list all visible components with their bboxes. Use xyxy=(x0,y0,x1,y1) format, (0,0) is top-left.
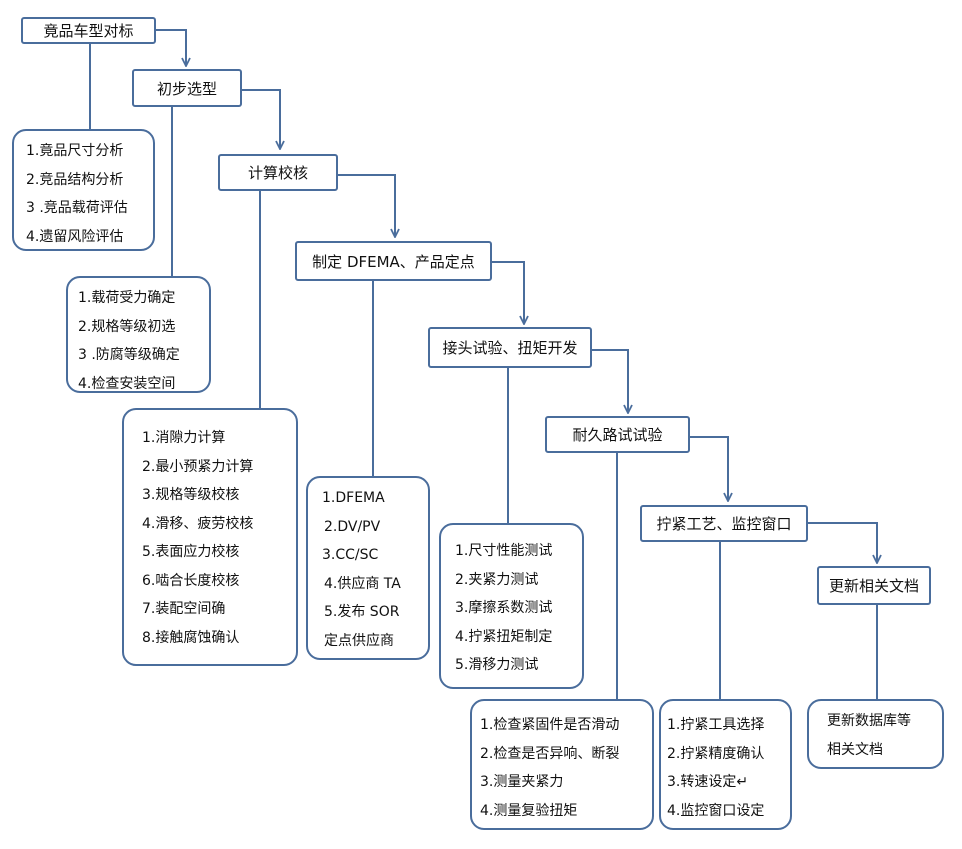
detail-item: 5.表面应力校核 xyxy=(142,544,240,560)
step-label: 计算校核 xyxy=(247,164,308,182)
detail-item: 4.检查安装空间 xyxy=(78,375,176,392)
detail-item: 4.拧紧扭矩制定 xyxy=(455,628,553,645)
detail-item: 1.DFEMA xyxy=(322,490,385,506)
step-preliminary-selection: 初步选型 xyxy=(132,69,242,107)
detail-item: 2.DV/PV xyxy=(324,518,381,535)
step-label: 拧紧工艺、监控窗口 xyxy=(656,515,792,533)
step-label: 竟品车型对标 xyxy=(43,22,134,40)
details-joint-test-torque: 1.尺寸性能测试 2.夹紧力测试 3.摩擦系数测试 4.拧紧扭矩制定 5.滑移力… xyxy=(439,523,584,689)
step-label: 更新相关文档 xyxy=(828,577,919,595)
detail-item: 3 .竞品载荷评估 xyxy=(26,200,128,216)
detail-item: 2.检查是否异响、断裂 xyxy=(480,745,620,762)
detail-item: 4.滑移、疲劳校核 xyxy=(142,515,254,532)
detail-item: 2.夹紧力测试 xyxy=(455,571,539,588)
arrow-s3-s4 xyxy=(338,174,395,236)
arrow-s4-s5 xyxy=(492,261,524,323)
detail-item: 3.测量夹紧力 xyxy=(480,774,564,790)
step-tightening-monitor: 拧紧工艺、监控窗口 xyxy=(640,505,808,542)
detail-item: 1.拧紧工具选择 xyxy=(667,717,765,733)
detail-item: 2.规格等级初选 xyxy=(78,318,176,335)
detail-item: 1.消隙力计算 xyxy=(142,430,226,446)
detail-item: 6.啮合长度校核 xyxy=(142,572,240,589)
detail-item: 3.规格等级校核 xyxy=(142,487,240,503)
detail-item: 定点供应商 xyxy=(324,632,394,649)
step-label: 耐久路试试验 xyxy=(572,426,663,444)
detail-item: 3 .防腐等级确定 xyxy=(78,347,180,363)
detail-item: 1.检查紧固件是否滑动 xyxy=(480,717,620,733)
step-calculation-check: 计算校核 xyxy=(218,154,338,191)
details-preliminary-selection: 1.载荷受力确定 2.规格等级初选 3 .防腐等级确定 4.检查安装空间 xyxy=(66,276,211,393)
detail-item: 4.供应商 TA xyxy=(324,575,401,592)
arrow-s2-s3 xyxy=(242,89,280,148)
arrow-s5-s6 xyxy=(592,349,628,412)
details-competitor-benchmark: 1.竟品尺寸分析 2.竞品结构分析 3 .竞品载荷评估 4.遗留风险评估 xyxy=(12,129,155,251)
details-durability-road-test: 1.检查紧固件是否滑动 2.检查是否异响、断裂 3.测量夹紧力 4.测量复验扭矩 xyxy=(470,699,654,830)
step-durability-road-test: 耐久路试试验 xyxy=(545,416,690,453)
step-label: 初步选型 xyxy=(156,79,217,98)
details-dfema-sourcing: 1.DFEMA 2.DV/PV 3.CC/SC 4.供应商 TA 5.发布 SO… xyxy=(306,476,430,660)
detail-item: 1.竟品尺寸分析 xyxy=(26,143,124,159)
detail-item: 更新数据库等 xyxy=(827,713,911,729)
detail-item: 5.滑移力测试 xyxy=(455,657,539,673)
step-dfema-sourcing: 制定 DFEMA、产品定点 xyxy=(295,241,492,281)
detail-item: 2.最小预紧力计算 xyxy=(142,458,254,475)
details-update-documents: 更新数据库等 相关文档 xyxy=(807,699,944,769)
detail-item: 4.监控窗口设定 xyxy=(667,802,765,819)
arrow-s6-s7 xyxy=(690,436,728,500)
detail-item: 7.装配空间确 xyxy=(142,601,226,617)
detail-item: 3.摩擦系数测试 xyxy=(455,600,553,616)
details-calculation-check: 1.消隙力计算 2.最小预紧力计算 3.规格等级校核 4.滑移、疲劳校核 5.表… xyxy=(122,408,298,666)
detail-item: 5.发布 SOR xyxy=(324,604,400,620)
step-joint-test-torque: 接头试验、扭矩开发 xyxy=(428,327,592,368)
detail-item: 2.竞品结构分析 xyxy=(26,171,124,188)
detail-item: 4.遗留风险评估 xyxy=(26,228,124,245)
detail-item: 8.接触腐蚀确认 xyxy=(142,629,240,646)
details-tightening-monitor: 1.拧紧工具选择 2.拧紧精度确认 3.转速设定↵ 4.监控窗口设定 xyxy=(659,699,792,830)
detail-item: 4.测量复验扭矩 xyxy=(480,802,578,819)
detail-item: 1.尺寸性能测试 xyxy=(455,543,553,559)
step-update-documents: 更新相关文档 xyxy=(817,566,931,605)
arrow-s7-s8 xyxy=(808,522,877,562)
detail-item: 相关文档 xyxy=(827,741,883,758)
step-competitor-benchmark: 竟品车型对标 xyxy=(21,17,156,44)
detail-item: 2.拧紧精度确认 xyxy=(667,745,765,762)
detail-item: 3.CC/SC xyxy=(322,547,379,563)
step-label: 接头试验、扭矩开发 xyxy=(442,339,578,357)
arrow-s1-s2 xyxy=(155,29,186,65)
detail-item: 1.载荷受力确定 xyxy=(78,290,176,306)
step-label: 制定 DFEMA、产品定点 xyxy=(312,252,475,271)
detail-item: 3.转速设定↵ xyxy=(667,774,749,790)
